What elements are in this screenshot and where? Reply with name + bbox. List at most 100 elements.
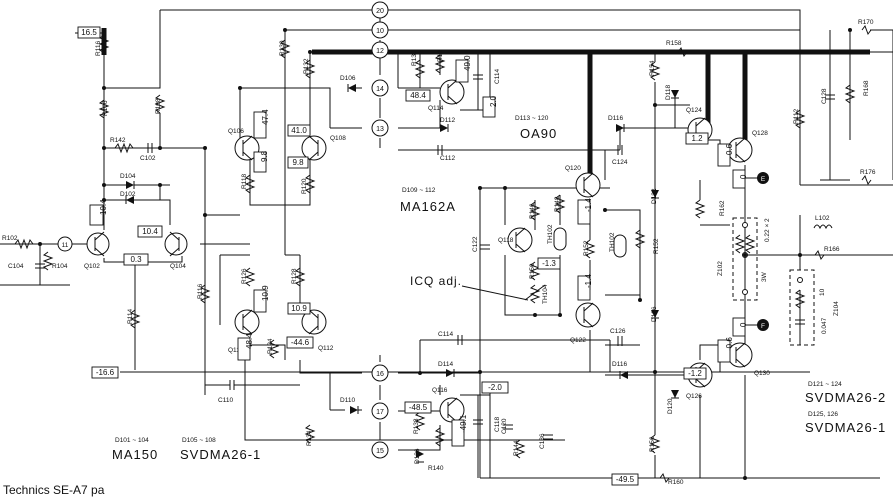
resistor-r156: R154: [649, 60, 661, 81]
svg-text:Q130: Q130: [754, 370, 770, 377]
svg-text:D110: D110: [340, 397, 355, 404]
voltage-source: 0.3: [123, 253, 149, 266]
transistor-q110: Q110: [228, 309, 260, 354]
svg-text:D113 ~ 120: D113 ~ 120: [515, 115, 549, 122]
terminal-20: 20: [371, 1, 389, 19]
terminal-input: 11: [57, 236, 73, 252]
svg-text:R130: R130: [279, 40, 286, 56]
svg-text:D126: D126: [414, 448, 421, 464]
diode-d122: D122: [651, 188, 659, 204]
svg-text:MA162A: MA162A: [400, 199, 456, 214]
svg-text:10.4: 10.4: [99, 199, 108, 215]
diode-d108: D110: [340, 397, 362, 414]
svg-text:3W: 3W: [761, 271, 768, 282]
capacitor-c128: C128: [821, 88, 835, 104]
svg-text:OA90: OA90: [520, 126, 557, 141]
svg-text:SVDMA26-1: SVDMA26-1: [180, 447, 261, 462]
diode-d124: D126: [651, 306, 659, 322]
diode-d120: D120: [667, 390, 679, 414]
resistor-r168: R168: [844, 80, 870, 104]
svg-text:-48.5: -48.5: [409, 403, 428, 412]
voltage-q112-collector: -44.6: [286, 336, 314, 349]
svg-text:R150: R150: [529, 263, 536, 279]
capacitor-c126: C126: [610, 328, 626, 346]
svg-text:R13: R13: [437, 50, 444, 62]
svg-text:2.0: 2.0: [489, 95, 498, 107]
svg-text:R134: R134: [306, 430, 313, 446]
svg-text:14: 14: [376, 86, 384, 93]
svg-text:D116: D116: [612, 361, 627, 368]
transistor-q120: Q120: [565, 165, 601, 198]
svg-text:-49.5: -49.5: [616, 475, 635, 484]
resistor-r148: R148: [554, 194, 566, 214]
resistor-r160: R158: [666, 40, 688, 58]
voltage-q104-drain: 10.4: [137, 225, 163, 238]
svg-text:Q128: Q128: [752, 130, 768, 137]
svg-text:Z102: Z102: [717, 261, 724, 276]
schematic-caption: Technics SE-A7 pa: [3, 483, 105, 497]
svg-text:Q112: Q112: [318, 345, 334, 352]
transistor-q128: Q128: [727, 130, 768, 163]
svg-text:L102: L102: [815, 215, 830, 222]
voltage-q110-collector: 48.4: [237, 333, 254, 361]
svg-text:E: E: [761, 176, 766, 183]
svg-text:16: 16: [376, 371, 384, 378]
svg-text:D102: D102: [120, 191, 136, 198]
svg-text:11: 11: [62, 242, 69, 249]
supply-buses: [75, 9, 893, 479]
diode-d116: D116: [612, 361, 628, 379]
svg-text:20: 20: [376, 8, 384, 15]
svg-text:16.5: 16.5: [81, 28, 97, 37]
svg-text:-2.0: -2.0: [488, 383, 502, 392]
svg-text:0.3: 0.3: [130, 255, 142, 264]
terminal-14: 14: [371, 79, 389, 97]
output-terminal-e: E: [745, 172, 769, 184]
voltage-q116-collector: -49.1: [451, 414, 468, 447]
voltage-q128-base: 0.6: [717, 143, 734, 167]
transistor-q112: Q112: [301, 309, 334, 352]
svg-text:10: 10: [819, 288, 826, 296]
svg-text:R146: R146: [529, 203, 536, 219]
voltage-q114-base: 2.0: [482, 95, 498, 118]
vas-wiring: [397, 52, 620, 478]
svg-text:R160: R160: [668, 479, 684, 486]
svg-text:R176: R176: [860, 169, 876, 176]
resistor-r128: R130: [279, 39, 291, 59]
resistor-network-z102: Z102 0.22 × 2 3W: [717, 217, 771, 301]
svg-text:15: 15: [376, 448, 384, 455]
thermistor-th104: TH102: [609, 232, 627, 258]
svg-text:D118: D118: [665, 85, 672, 100]
transistor-q108: Q108: [301, 135, 346, 161]
svg-text:Q102: Q102: [84, 263, 100, 270]
svg-text:D120: D120: [667, 398, 674, 414]
voltage-q122-emitter: -1.4: [577, 274, 593, 301]
resistor-r114: R114: [127, 309, 141, 329]
svg-text:R162: R162: [719, 200, 726, 216]
voltage-q106-collector: 47.4: [253, 109, 270, 139]
thermistor-th102: TH102: [547, 224, 567, 251]
svg-text:R168: R168: [863, 80, 870, 96]
svg-text:R170: R170: [858, 19, 874, 26]
svg-text:Q104: Q104: [170, 263, 186, 270]
svg-text:R144: R144: [513, 440, 520, 456]
svg-text:Q106: Q106: [228, 128, 244, 135]
svg-text:12: 12: [376, 48, 384, 55]
svg-text:R116: R116: [197, 284, 204, 299]
voltage-q126-emitter: -1.2: [683, 367, 707, 380]
capacitor-c118: C118: [473, 417, 501, 432]
svg-text:10.9: 10.9: [261, 285, 270, 301]
capacitor-c104: C104: [8, 263, 45, 270]
svg-text:D126: D126: [651, 306, 658, 322]
potentiometer-vr102: TH104: [524, 284, 549, 304]
resistor-r158: R156: [649, 434, 661, 454]
svg-text:Q126: Q126: [686, 393, 702, 400]
resistor-r110: R116: [95, 34, 110, 56]
svg-text:-16.6: -16.6: [96, 368, 115, 377]
resistor-r112: R112: [793, 109, 806, 129]
supply-label-negative: -16.6: [91, 366, 119, 379]
svg-text:SVDMA26-2: SVDMA26-2: [805, 390, 886, 405]
svg-text:17: 17: [376, 409, 384, 416]
resistor-r120: R120: [301, 174, 316, 194]
svg-text:D112: D112: [440, 117, 455, 124]
svg-text:TH102: TH102: [547, 224, 554, 244]
